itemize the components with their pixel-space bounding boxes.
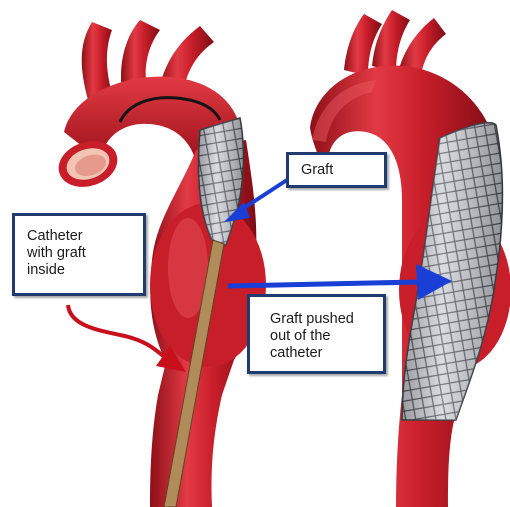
graft-pushed-label-box: Graft pushed out of the catheter (247, 294, 386, 374)
graft-label-box: Graft (286, 152, 387, 188)
graft-label: Graft (301, 162, 372, 179)
catheter-label: Catheter with graft inside (27, 228, 131, 279)
right-aorta-illustration (310, 10, 510, 507)
graft-pushed-label: Graft pushed out of the catheter (270, 311, 363, 362)
catheter-label-box: Catheter with graft inside (12, 213, 146, 296)
